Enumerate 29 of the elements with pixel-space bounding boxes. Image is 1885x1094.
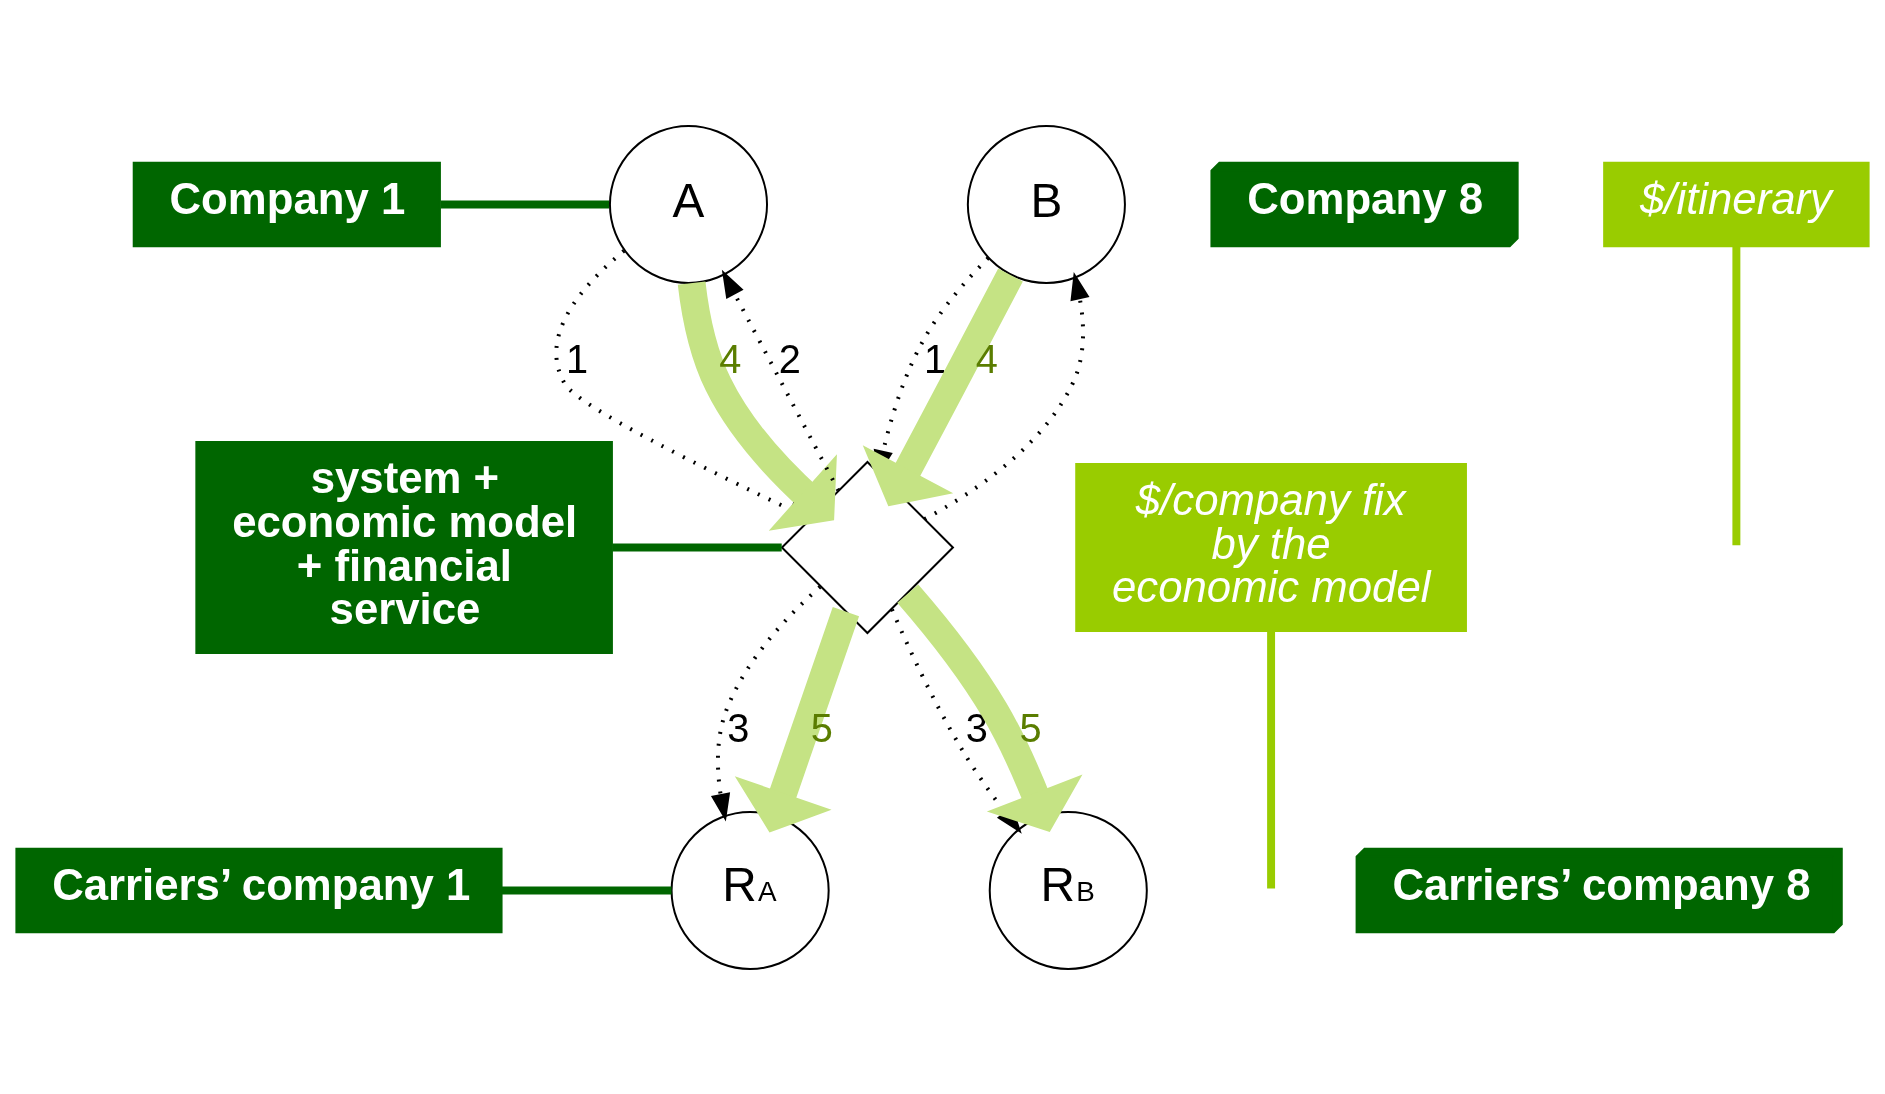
arrow	[677, 280, 837, 531]
edge-label: 5	[1019, 705, 1042, 750]
connector	[1267, 631, 1276, 888]
arrow	[710, 584, 822, 822]
edge-label: 1	[566, 336, 589, 381]
arrow	[862, 268, 1023, 506]
node-box: Carriers’ company 1	[15, 847, 503, 933]
connector	[612, 543, 782, 551]
connector	[1732, 246, 1741, 545]
node-box: $/company fix by the economic model	[1075, 462, 1467, 632]
edge-label: 5	[810, 705, 833, 750]
node-circle: A	[608, 124, 768, 284]
node-box: Company 1	[132, 161, 441, 247]
edge-label: 3	[965, 705, 988, 750]
node-circle: B	[966, 124, 1126, 284]
edge-label: 4	[975, 336, 998, 381]
arrow	[734, 606, 860, 833]
edge-label: 3	[727, 705, 750, 750]
connector	[501, 886, 672, 894]
edge-label: 4	[719, 336, 742, 381]
node-box: $/itinerary	[1603, 161, 1870, 247]
edge-label: 2	[778, 336, 801, 381]
node-circle: RB	[988, 810, 1148, 970]
node-circle: RA	[670, 810, 830, 970]
node-box: system + economic model + financial service	[195, 440, 613, 654]
edge-label: 1	[923, 336, 947, 381]
connector	[440, 200, 610, 208]
arrow	[721, 269, 841, 491]
node-diamond	[780, 460, 955, 634]
